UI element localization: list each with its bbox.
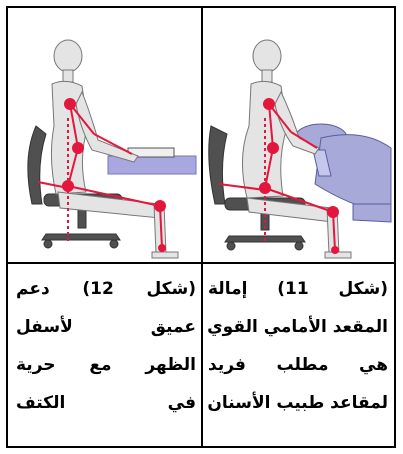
caption-line: (شكل 11) إمالة [208,270,388,308]
figure-table: (شكل 12) دعم عميق لأسفل الظهر مع حرية في… [6,6,396,448]
caption-line: في الكتف [16,384,196,422]
figure-12-caption: (شكل 12) دعم عميق لأسفل الظهر مع حرية في… [16,270,196,446]
caption-line: هي مطلب فريد [208,346,388,384]
caption-line: عميق لأسفل [16,308,196,346]
figure-11-illustration [203,8,394,262]
figure-12-illustration [8,8,201,262]
caption-line: لمقاعد طبيب الأسنان [208,384,388,422]
caption-line: المقعد الأمامي القوي [208,308,388,346]
row-divider [8,262,394,264]
caption-line: الظهر مع حرية [16,346,196,384]
figure-11-caption: (شكل 11) إمالة المقعد الأمامي القوي هي م… [208,270,388,446]
caption-line: (شكل 12) دعم [16,270,196,308]
